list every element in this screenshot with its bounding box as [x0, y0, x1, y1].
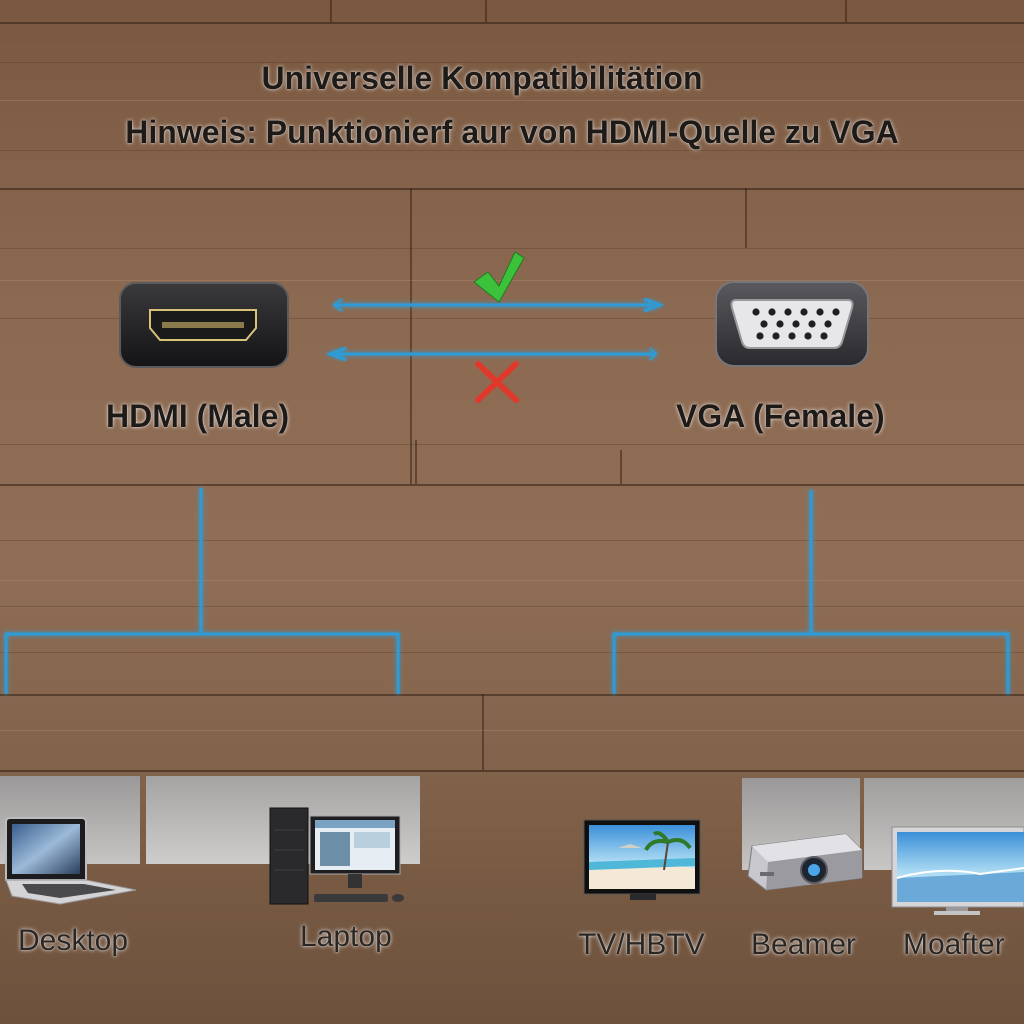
wood-grain — [0, 100, 1024, 101]
wood-grain — [0, 730, 1024, 731]
cross-icon — [475, 361, 519, 403]
laptop-icon — [5, 817, 137, 905]
wood-grain — [0, 62, 1024, 63]
plank-seam — [845, 0, 847, 22]
device-label-tv: TV/HBTV — [578, 928, 705, 961]
forward-arrow — [332, 297, 665, 313]
wood-grain — [0, 444, 1024, 445]
vga-connector-icon — [715, 281, 869, 367]
wood-grain — [0, 248, 1024, 249]
tv-icon — [583, 819, 701, 900]
backward-arrow — [325, 346, 658, 362]
wood-grain — [0, 652, 1024, 653]
wood-plank — [0, 484, 1024, 696]
page-title: Universelle Kompatibilitätion — [261, 60, 703, 96]
device-label-laptop: Laptop — [300, 920, 392, 953]
device-label-desktop: Desktop — [18, 924, 129, 957]
plank-seam — [410, 188, 412, 484]
monitor-icon — [891, 826, 1024, 915]
wood-plank — [0, 694, 1024, 772]
vga-port-label: VGA (Female) — [676, 398, 885, 434]
wood-grain — [0, 318, 1024, 319]
plank-seam — [415, 440, 417, 484]
hdmi-connector-icon — [119, 282, 289, 368]
wood-grain — [0, 150, 1024, 151]
projector-icon — [747, 833, 863, 891]
device-label-beamer: Beamer — [751, 928, 857, 961]
desktop-pc-icon — [269, 807, 404, 905]
plank-seam — [485, 0, 487, 22]
wood-grain — [0, 280, 1024, 281]
wood-plank — [0, 188, 1024, 486]
wood-grain — [0, 606, 1024, 607]
wood-grain — [0, 580, 1024, 581]
wood-plank — [0, 22, 1024, 190]
wood-grain — [0, 540, 1024, 541]
compatibility-note: Hinweis: Punktionierf aur von HDMI-Quell… — [125, 114, 899, 150]
hdmi-device-branch — [4, 488, 400, 694]
vga-device-branch — [612, 490, 1010, 694]
device-label-monitor: Moafter — [903, 928, 1005, 961]
wood-plank — [0, 0, 1024, 24]
checkmark-icon — [473, 251, 525, 303]
hdmi-port-label: HDMI (Male) — [106, 398, 290, 434]
plank-seam — [482, 694, 484, 770]
plank-seam — [620, 450, 622, 484]
plank-seam — [745, 188, 747, 248]
plank-seam — [330, 0, 332, 22]
